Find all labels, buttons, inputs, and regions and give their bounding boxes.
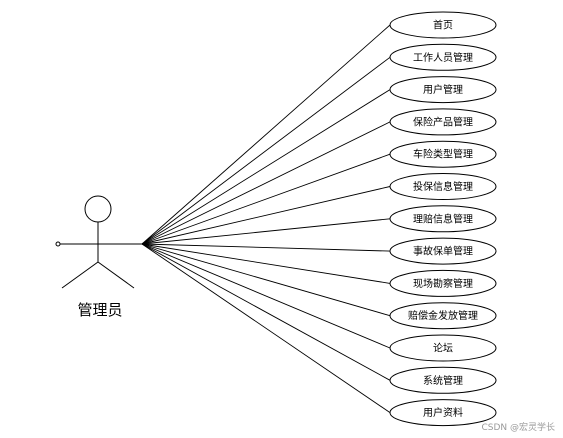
actor-label: 管理员	[77, 301, 122, 319]
use-case-ellipse	[389, 43, 497, 71]
use-case-ellipse	[389, 108, 497, 136]
use-case-label: 论坛	[433, 342, 453, 355]
use-case: 理赔信息管理	[389, 205, 497, 233]
use-case-label: 系统管理	[423, 374, 463, 387]
association-line	[141, 243, 391, 381]
association-line	[141, 243, 391, 317]
use-case-ellipse	[389, 399, 497, 427]
association-line	[141, 243, 391, 252]
association-line	[141, 243, 391, 413]
association-line	[141, 243, 391, 349]
use-case: 首页	[389, 11, 497, 39]
use-case-ellipse	[389, 76, 497, 104]
use-case: 用户管理	[389, 76, 497, 104]
use-case: 事故保单管理	[389, 237, 497, 265]
use-case-label: 首页	[433, 19, 453, 32]
use-case: 保险产品管理	[389, 108, 497, 136]
use-case-label: 保险产品管理	[413, 115, 473, 128]
use-case-ellipse	[389, 140, 497, 168]
association-line	[141, 218, 391, 245]
association-line	[141, 24, 391, 245]
use-case: 赔偿金发放管理	[389, 302, 497, 330]
use-case-label: 用户管理	[423, 83, 463, 96]
use-case-ellipse	[389, 11, 497, 39]
use-case: 车险类型管理	[389, 140, 497, 168]
use-case-ellipse	[389, 302, 497, 330]
actor-head	[84, 195, 112, 223]
use-case-label: 用户资料	[423, 406, 463, 419]
association-line	[141, 121, 391, 245]
association-lines	[141, 24, 391, 413]
actor-leg-left	[61, 261, 99, 289]
association-line	[141, 186, 391, 245]
actor-leg-right	[97, 261, 135, 289]
association-line	[141, 243, 391, 284]
admin-actor: 管理员	[55, 195, 142, 319]
use-case-ellipse	[389, 237, 497, 265]
use-case-label: 赔偿金发放管理	[408, 309, 478, 322]
use-case: 投保信息管理	[389, 173, 497, 200]
use-case-label: 车险类型管理	[413, 148, 473, 161]
use-case-ellipse	[389, 173, 497, 200]
watermark: CSDN @宏灵学长	[481, 421, 555, 433]
use-case: 现场勘察管理	[389, 269, 497, 297]
use-case: 论坛	[389, 334, 497, 362]
actor-hand-left	[55, 241, 61, 247]
use-case-ellipse	[389, 205, 497, 233]
use-case: 用户资料	[389, 399, 497, 427]
use-case: 系统管理	[389, 366, 497, 394]
use-case-ellipse	[389, 334, 497, 362]
use-case-label: 理赔信息管理	[413, 212, 473, 225]
use-case-ellipse	[389, 269, 497, 297]
use-case-label: 现场勘察管理	[413, 277, 473, 290]
use-case-label: 工作人员管理	[413, 51, 473, 64]
use-case-label: 投保信息管理	[413, 180, 473, 193]
use-case-list: 首页工作人员管理用户管理保险产品管理车险类型管理投保信息管理理赔信息管理事故保单…	[389, 11, 497, 427]
use-case-ellipse	[389, 366, 497, 394]
association-line	[141, 89, 391, 245]
association-line	[141, 56, 391, 245]
use-case-label: 事故保单管理	[413, 245, 473, 258]
association-line	[141, 153, 391, 245]
use-case: 工作人员管理	[389, 43, 497, 71]
